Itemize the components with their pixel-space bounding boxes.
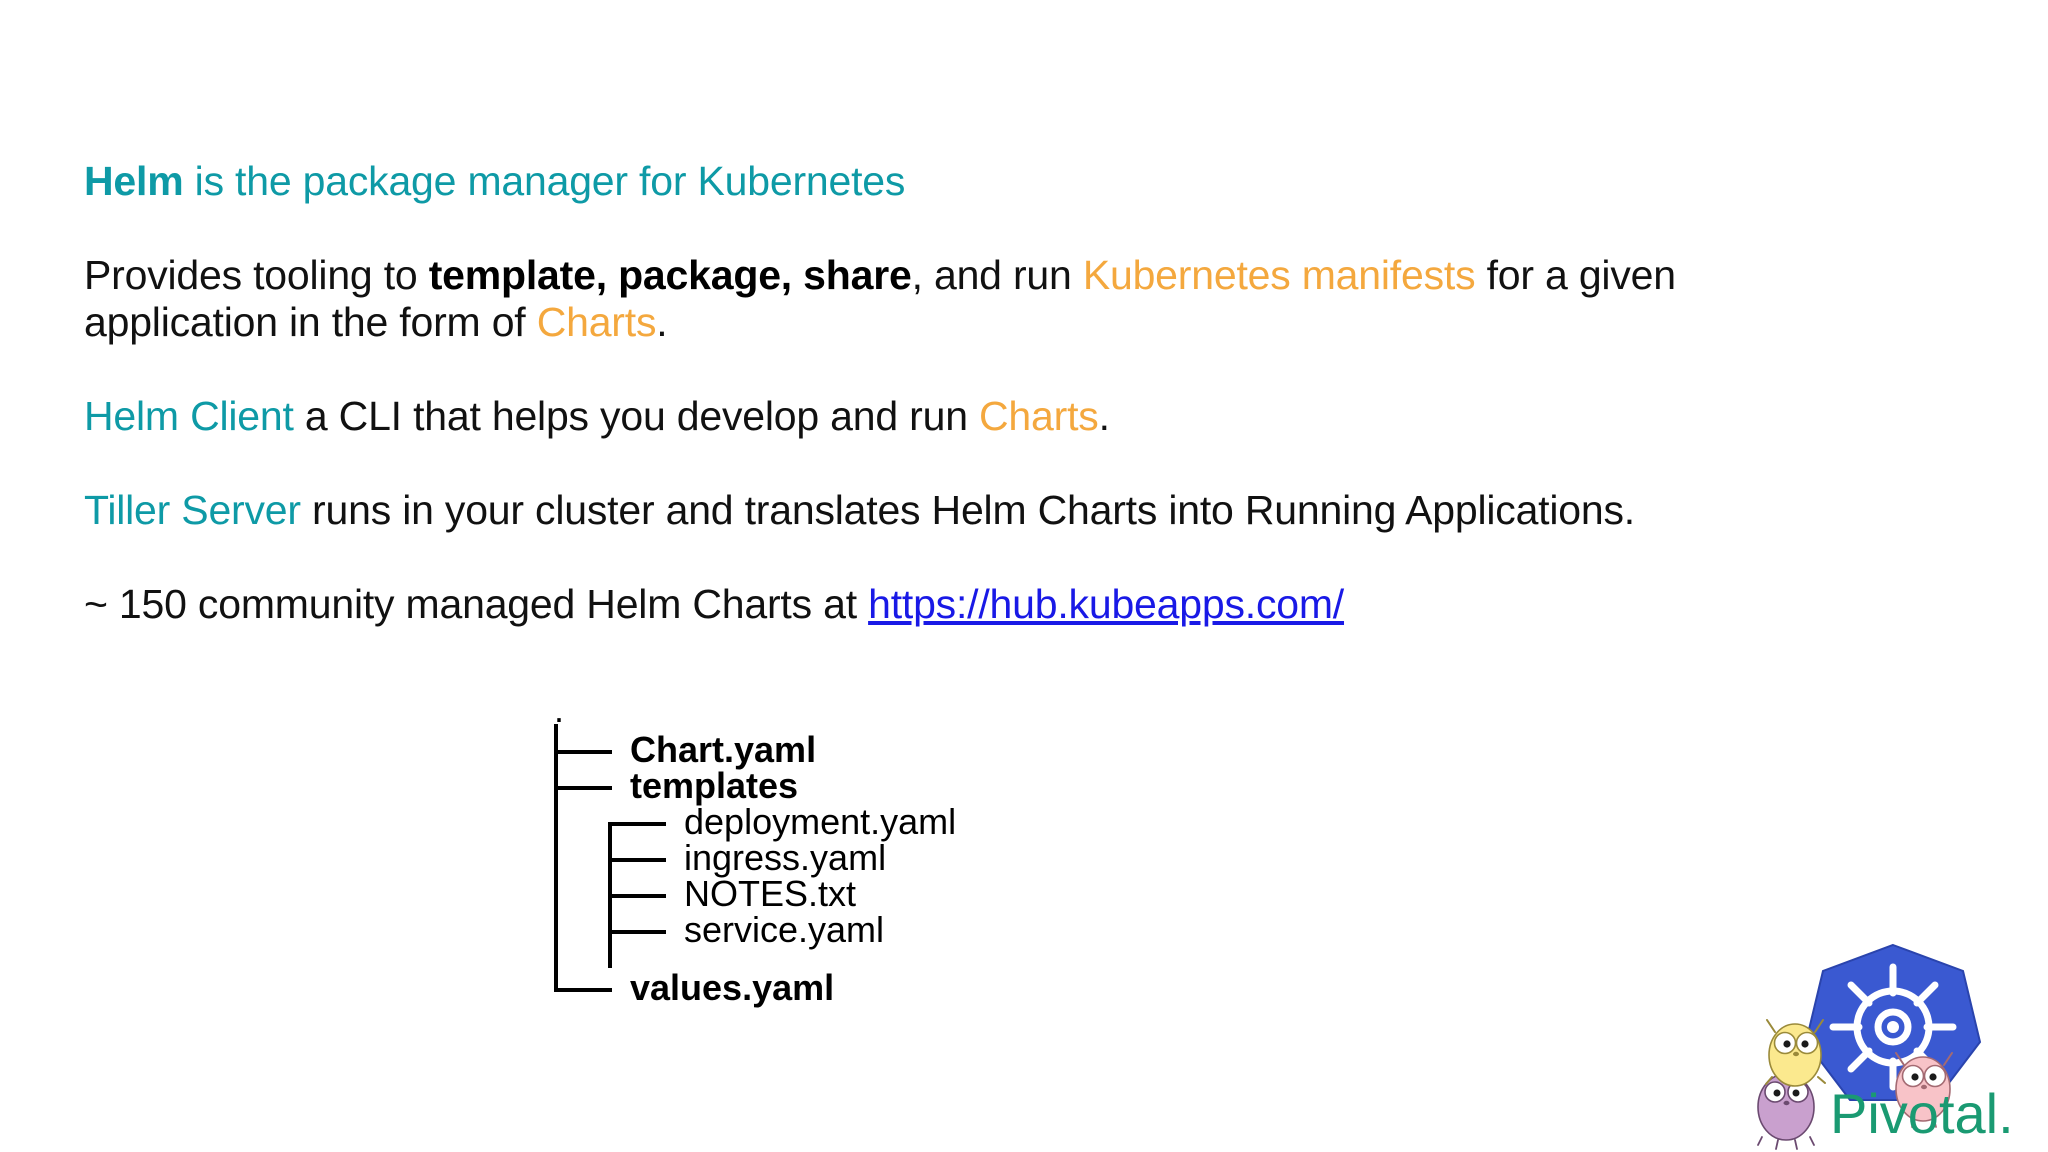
text-segment: for a given application in the form of (84, 252, 1676, 345)
text-segment-highlight: Charts (979, 393, 1099, 439)
tree-item-service-yaml: service.yaml (684, 909, 885, 950)
paragraph-tiller-server: Tiller Server runs in your cluster and t… (84, 487, 1804, 534)
slide-heading: Helm is the package manager for Kubernet… (84, 158, 1804, 205)
gopher-yellow-icon (1765, 1019, 1826, 1087)
tree-item-values-yaml: values.yaml (630, 967, 835, 1008)
term-tiller-server: Tiller Server (84, 487, 301, 533)
tree-branch (608, 822, 666, 826)
heading-strong: Helm (84, 158, 184, 204)
tree-branch (554, 988, 612, 992)
paragraph-provides: Provides tooling to template, package, s… (84, 252, 1804, 346)
paragraph-community-charts: ~ 150 community managed Helm Charts at h… (84, 581, 1804, 628)
text-segment: runs in your cluster and translates Helm… (300, 487, 1635, 533)
text-segment: ~ 150 community managed Helm Charts at (84, 581, 869, 627)
text-segment: . (656, 299, 668, 345)
tree-root-label: . (554, 689, 565, 730)
pivotal-wordmark: Pivotal. (1830, 1082, 2014, 1145)
tree-item-ingress-yaml: ingress.yaml (684, 837, 887, 878)
tree-branch (608, 930, 666, 934)
kubeapps-hub-link[interactable]: https://hub.kubeapps.com/ (868, 581, 1345, 627)
text-segment-bold: template, package, share (428, 252, 912, 298)
gopher-pink-icon (1895, 1052, 1953, 1128)
kubernetes-helm-wheel-icon (1804, 943, 1982, 1101)
text-segment: , and run (911, 252, 1083, 298)
tree-branch (554, 750, 612, 754)
tree-branch (554, 786, 612, 790)
tree-trunk-line (554, 724, 558, 992)
text-segment: a CLI that helps you develop and run (293, 393, 980, 439)
heading-rest: is the package manager for Kubernetes (183, 158, 906, 204)
slide-content: Helm is the package manager for Kubernet… (84, 158, 1804, 674)
chart-file-tree: . Chart.yaml templates deployment.yaml i… (548, 689, 1188, 1050)
paragraph-helm-client: Helm Client a CLI that helps you develop… (84, 393, 1804, 440)
text-segment: Provides tooling to (84, 252, 429, 298)
text-segment: . (1098, 393, 1110, 439)
term-helm-client: Helm Client (84, 393, 294, 439)
tree-branch (608, 894, 666, 898)
tree-branch (608, 858, 666, 862)
text-segment-highlight: Charts (536, 299, 657, 345)
gopher-purple-icon (1757, 1073, 1815, 1150)
text-segment-highlight: Kubernetes manifests (1082, 252, 1476, 298)
pivotal-kubernetes-logo: Pivotal. (1748, 937, 2038, 1152)
tree-item-templates: templates (630, 765, 799, 806)
tree-item-deployment-yaml: deployment.yaml (684, 801, 957, 842)
tree-item-chart-yaml: Chart.yaml (630, 729, 817, 770)
tree-item-notes-txt: NOTES.txt (684, 873, 857, 914)
